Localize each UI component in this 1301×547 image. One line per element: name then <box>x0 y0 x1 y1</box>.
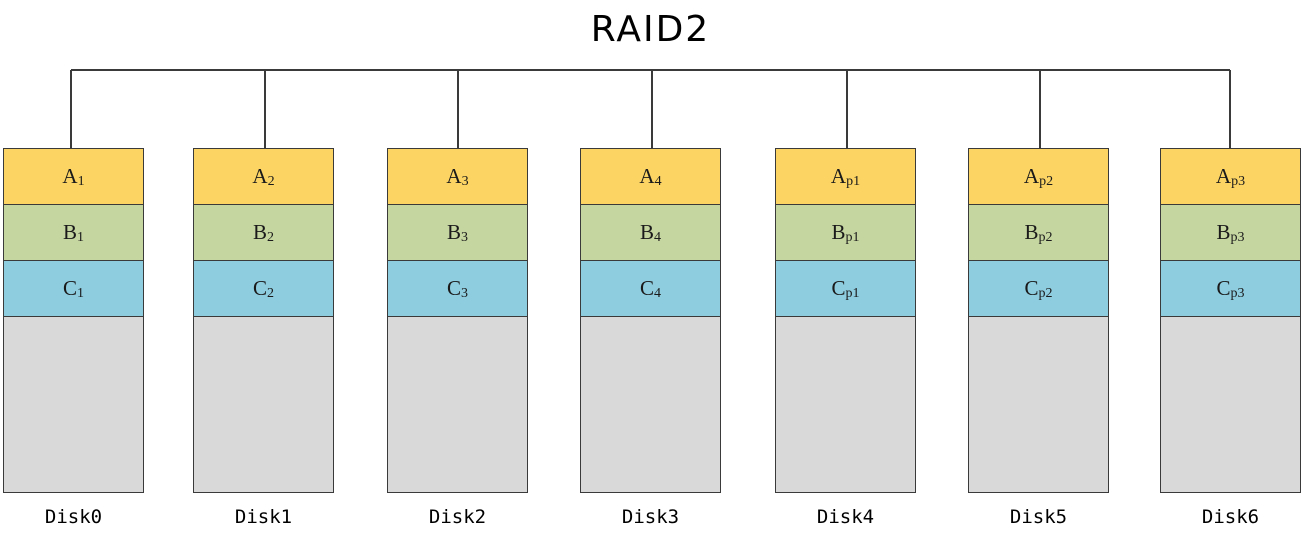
block-base-label: A <box>252 164 268 188</box>
block-base-label: C <box>252 276 267 300</box>
block-subscript-label: 1 <box>77 229 84 245</box>
block-subscript-label: 2 <box>267 285 274 301</box>
block-subscript-label: 3 <box>461 285 468 301</box>
block-subscript-label: 3 <box>461 173 469 189</box>
block-subscript-label: p1 <box>846 173 861 189</box>
block-subscript-label: 4 <box>654 285 661 301</box>
block-base-label: B <box>252 220 267 244</box>
block-base-label: B <box>639 220 654 244</box>
block-subscript-label: p1 <box>845 229 860 245</box>
block-base-label: B <box>1024 220 1039 244</box>
block-base-label: C <box>1216 276 1231 300</box>
block-base-label: C <box>831 276 846 300</box>
block-subscript-label: 4 <box>654 229 661 245</box>
block-base-label: B <box>831 220 846 244</box>
block-base-label: A <box>1023 164 1040 188</box>
block-subscript-label: 3 <box>461 229 468 245</box>
disk-label: Disk5 <box>1009 506 1068 528</box>
block-base-label: A <box>446 164 462 188</box>
disk-free-space <box>4 317 143 492</box>
disk-label: Disk0 <box>44 506 103 528</box>
block-base-label: A <box>62 164 78 188</box>
disk-label: Disk6 <box>1201 506 1260 528</box>
disk-label: Disk3 <box>621 506 680 528</box>
disk-label: Disk2 <box>428 506 487 528</box>
block-base-label: C <box>1024 276 1039 300</box>
block-subscript-label: 2 <box>267 229 274 245</box>
block-subscript-label: p1 <box>845 285 860 301</box>
block-subscript-label: 1 <box>77 173 85 189</box>
block-subscript-label: p3 <box>1230 285 1245 301</box>
disk-label: Disk4 <box>816 506 875 528</box>
block-subscript-label: 2 <box>267 173 275 189</box>
block-subscript-label: p3 <box>1230 229 1245 245</box>
block-base-label: A <box>830 164 847 188</box>
disk-free-space <box>581 317 720 492</box>
disk-label: Disk1 <box>234 506 293 528</box>
block-base-label: B <box>62 220 77 244</box>
disk-free-space <box>969 317 1108 492</box>
block-subscript-label: 1 <box>77 285 84 301</box>
block-base-label: B <box>446 220 461 244</box>
disk-free-space <box>1161 317 1300 492</box>
block-base-label: C <box>62 276 77 300</box>
disk-free-space <box>194 317 333 492</box>
block-base-label: A <box>1215 164 1232 188</box>
disk-free-space <box>388 317 527 492</box>
block-base-label: B <box>1216 220 1231 244</box>
disk-free-space <box>776 317 915 492</box>
block-subscript-label: 4 <box>654 173 662 189</box>
block-base-label: C <box>639 276 654 300</box>
block-subscript-label: p3 <box>1231 173 1246 189</box>
block-subscript-label: p2 <box>1039 173 1054 189</box>
page-title: RAID2 <box>590 9 711 50</box>
block-subscript-label: p2 <box>1038 285 1053 301</box>
block-subscript-label: p2 <box>1038 229 1053 245</box>
block-base-label: A <box>639 164 655 188</box>
block-base-label: C <box>446 276 461 300</box>
